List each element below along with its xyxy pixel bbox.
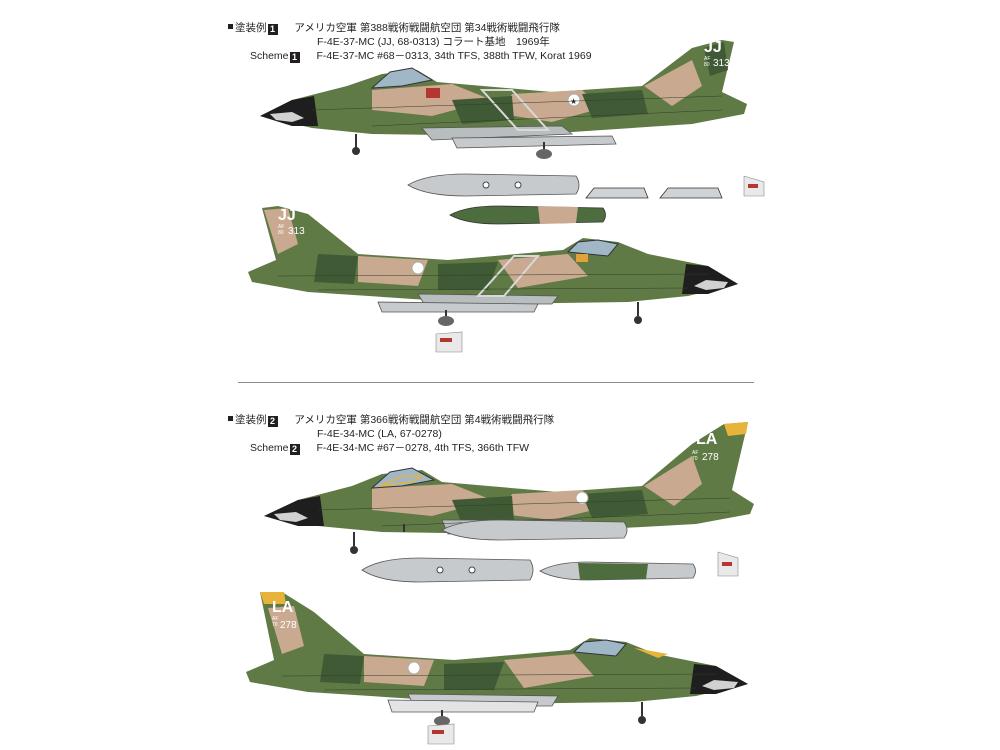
scheme-2-bottom-small-decal [427,723,455,745]
bullet-square-icon [228,24,233,29]
scheme-1-tail-code-top: JJ [704,39,722,56]
scheme-1-tail-af-bottom: AF [278,224,284,230]
scheme-2-aircraft-right-profile: LA AF 70 278 [246,592,748,726]
scheme-1-tail-year-bottom: 80 [278,230,284,236]
scheme-1-bottom-small-decal [435,331,463,353]
bullet-square-icon [228,416,233,421]
scheme-1-en-line: F-4E-37-MC #68－0313, 34th TFS, 388th TFW… [316,50,592,62]
scheme-1-aircraft-right-profile: JJ AF 80 313 [248,206,738,326]
scheme-2-small-decal [717,551,739,577]
scheme-2-tail-af-bottom: AF [272,616,278,622]
scheme-2-tail-code-top: LA [696,431,718,448]
scheme-2-tail-year-top: 70 [692,456,698,462]
scheme-2-tail-year-bottom: 70 [272,622,278,628]
scheme-1-tag: 塗装例 [235,22,267,34]
scheme-1-scheme-word: Scheme [250,50,289,62]
scheme-1-aircraft-left-profile: ★ JJ AF 80 313 [260,39,747,159]
scheme-2-jp-line2: F-4E-34-MC (LA, 67-0278) [317,428,442,440]
scheme-2-en-number-badge: 2 [289,444,300,455]
scheme-2-wing-stores [441,519,628,541]
scheme-1-pylon-parts [585,187,723,199]
svg-text:★: ★ [570,97,577,106]
scheme-1-tail-year-top: 80 [704,62,710,68]
scheme-1-wing-tank [449,205,606,225]
scheme-2-centerline-tank [361,557,534,583]
scheme-1-tail-serial-top: 313 [713,58,730,69]
scheme-1-tail-af-top: AF [704,56,710,62]
scheme-2-scheme-word: Scheme [250,442,289,454]
scheme-1-jp-line1: アメリカ空軍 第388戦術戦闘航空団 第34戦術戦闘飛行隊 [294,22,560,34]
scheme-1-tail-code-bottom: JJ [278,207,296,224]
scheme-2-tail-serial-bottom: 278 [280,620,297,631]
scheme-2-tail-serial-top: 278 [702,452,719,463]
scheme-2-tag: 塗装例 [235,414,267,426]
scheme-2-number-badge: 2 [267,416,278,427]
scheme-2-en-line: F-4E-34-MC #67－0278, 4th TFS, 366th TFW [316,442,530,454]
scheme-1-jp-line2: F-4E-37-MC (JJ, 68-0313) コラート基地 1969年 [317,36,550,48]
scheme-2-tail-code-bottom: LA [272,599,294,616]
scheme-2-aircraft-left-profile: LA AF 70 278 [264,422,754,554]
scheme-1-en-number-badge: 1 [289,52,300,63]
scheme-2-tail-af-top: AF [692,450,698,456]
scheme-1-tail-serial-bottom: 313 [288,226,305,237]
scheme-2-wing-tank [539,561,696,581]
scheme-1-number-badge: 1 [267,24,278,35]
scheme-1-centerline-tank [407,173,580,197]
scheme-divider [238,382,754,383]
scheme-2-jp-line1: アメリカ空軍 第366戦術戦闘航空団 第4戦術戦闘飛行隊 [294,414,555,426]
scheme-1-small-decal [743,175,765,197]
